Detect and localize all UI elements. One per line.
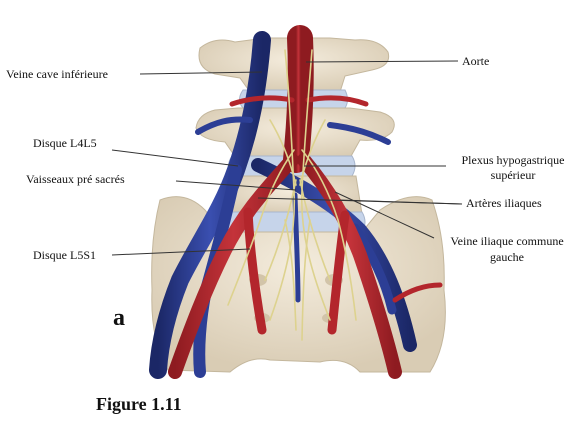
right-internal-iliac-artery — [243, 207, 267, 335]
lumbar-artery — [229, 95, 295, 107]
leader-aorte — [305, 60, 459, 63]
label-disque-l5s1: Disque L5S1 — [33, 248, 96, 262]
nerve-fiber — [227, 149, 295, 306]
lumbar-vein — [195, 116, 253, 135]
nerve-fiber — [301, 219, 311, 341]
label-plexus-line2: supérieur — [490, 168, 536, 182]
label-veine-iliaque-line2: gauche — [490, 250, 524, 264]
label-veine-cave: Veine cave inférieure — [6, 67, 108, 81]
leader-lines — [111, 60, 463, 256]
leader-disque-l5s1 — [111, 248, 251, 256]
median-sacral-vein — [292, 192, 301, 303]
leader-arteres-2 — [339, 199, 463, 205]
label-arteres-iliaques: Artères iliaques — [466, 196, 542, 210]
left-internal-iliac-artery — [327, 210, 350, 335]
lumbar-artery — [305, 95, 369, 107]
panel-letter: a — [113, 305, 125, 331]
nerve-fiber — [299, 179, 331, 281]
nerve-fiber — [299, 119, 326, 186]
aorta — [283, 25, 314, 173]
inferior-vena-cava — [149, 31, 271, 379]
leader-veine-iliaque — [334, 191, 435, 239]
left-iliac-vein-branch — [350, 223, 397, 315]
label-vaisseaux-pre-sacres: Vaisseaux pré sacrés — [26, 172, 125, 186]
lumbar-vein — [327, 122, 391, 145]
nerve-fiber — [284, 219, 297, 331]
figure-caption: Figure 1.11 — [96, 394, 182, 414]
label-disque-l4l5: Disque L4L5 — [33, 136, 97, 150]
iliac-branch-right-edge — [392, 282, 443, 303]
leader-disque-l4l5 — [111, 149, 239, 167]
leader-veine-cave — [139, 71, 263, 75]
label-veine-iliaque-line1: Veine iliaque commune — [450, 234, 564, 248]
label-aorte: Aorte — [462, 54, 490, 68]
nerve-fiber — [269, 119, 297, 186]
nerve-fiber — [301, 149, 357, 321]
leader-vaisseaux — [175, 180, 297, 191]
label-plexus-line1: Plexus hypogastrique — [461, 153, 565, 167]
